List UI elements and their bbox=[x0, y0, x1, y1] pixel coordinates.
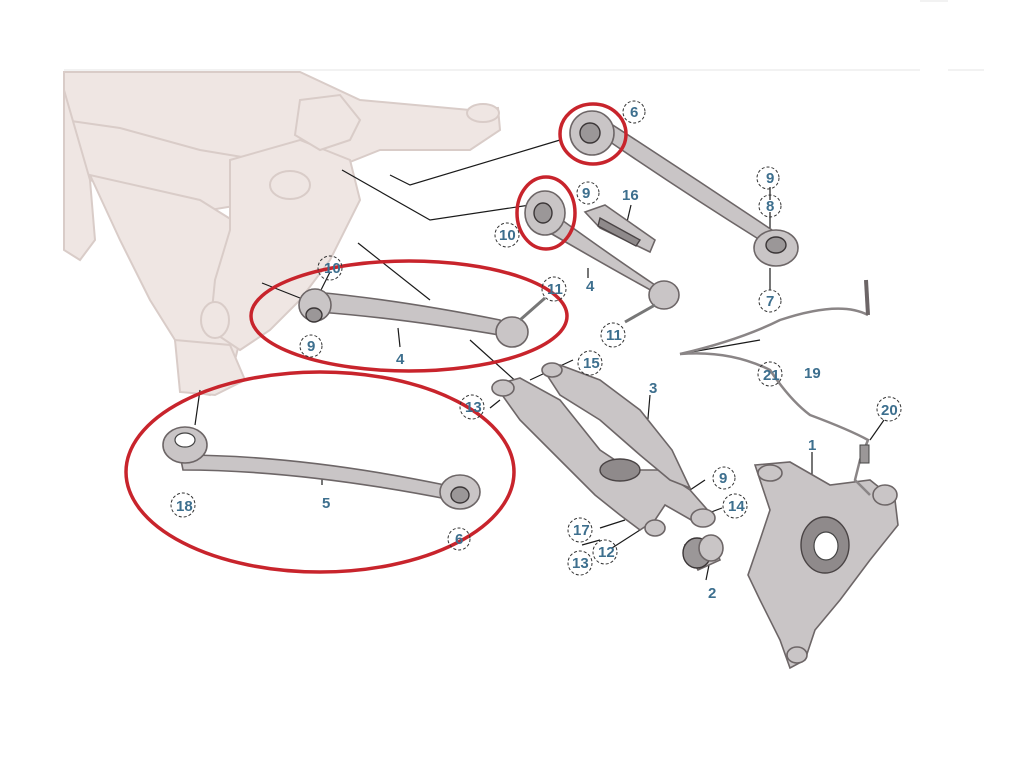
callout-ring bbox=[447, 527, 471, 551]
callout-number: 5 bbox=[322, 495, 330, 512]
callout-6-top: 6 bbox=[622, 100, 646, 124]
subframe bbox=[63, 71, 502, 397]
callout-number: 21 bbox=[763, 367, 780, 384]
part-16-bracket bbox=[583, 204, 656, 254]
callout-5: 5 bbox=[322, 495, 330, 512]
callout-6-bottom: 6 bbox=[447, 527, 471, 551]
callout-number: 9 bbox=[766, 170, 774, 187]
callout-4-right: 4 bbox=[586, 278, 595, 295]
part-4-upper-link bbox=[298, 288, 546, 348]
callout-8: 8 bbox=[758, 194, 782, 218]
callout-13-b: 13 bbox=[459, 394, 485, 420]
callout-number: 12 bbox=[598, 544, 615, 561]
part-6-upper-arm bbox=[569, 110, 799, 267]
callout-ring bbox=[758, 194, 782, 218]
part-3-control-arm bbox=[491, 362, 716, 537]
callout-3: 3 bbox=[649, 380, 657, 397]
callout-ring bbox=[541, 276, 567, 302]
highlight-marks bbox=[124, 102, 628, 574]
callout-ring bbox=[577, 350, 603, 376]
callout-9-a: 9 bbox=[756, 166, 780, 190]
highlight-bushing-6 bbox=[558, 102, 628, 166]
callout-ring bbox=[592, 539, 618, 565]
callout-ring bbox=[756, 166, 780, 190]
callout-ring bbox=[317, 255, 343, 281]
part-5-lower-link bbox=[162, 426, 481, 510]
callout-15: 15 bbox=[577, 350, 603, 376]
callout-ring bbox=[722, 493, 748, 519]
part-2-bushing bbox=[682, 534, 724, 572]
callout-number: 15 bbox=[583, 355, 600, 372]
callout-10-a: 10 bbox=[494, 222, 520, 248]
callout-ring bbox=[299, 334, 323, 358]
callout-7: 7 bbox=[758, 289, 782, 313]
callout-number: 9 bbox=[307, 338, 315, 355]
callout-number: 20 bbox=[881, 402, 898, 419]
callout-number: 8 bbox=[766, 198, 774, 215]
part-1-knuckle bbox=[747, 461, 899, 670]
callout-ring bbox=[576, 181, 600, 205]
callout-number: 11 bbox=[606, 327, 622, 344]
callout-number: 10 bbox=[499, 227, 516, 244]
callout-ring bbox=[876, 396, 902, 422]
callout-ring bbox=[758, 289, 782, 313]
highlight-link-5 bbox=[124, 370, 516, 574]
callout-1: 1 bbox=[808, 437, 816, 454]
callout-21: 21 bbox=[757, 361, 783, 387]
part-19-sensor-cable bbox=[679, 279, 871, 496]
callout-number: 17 bbox=[573, 522, 590, 539]
callout-11-a: 11 bbox=[541, 276, 567, 302]
part-4-toe-link bbox=[524, 190, 680, 324]
callout-number: 14 bbox=[728, 498, 745, 515]
callout-number: 4 bbox=[586, 278, 595, 295]
callout-17: 17 bbox=[567, 517, 593, 543]
callout-number: 4 bbox=[396, 351, 405, 368]
callout-number: 10 bbox=[324, 260, 341, 277]
callout-ring bbox=[757, 361, 783, 387]
callout-16: 16 bbox=[622, 187, 639, 204]
callout-4-left: 4 bbox=[396, 351, 405, 368]
callout-ring bbox=[459, 394, 485, 420]
callout-number: 11 bbox=[547, 281, 563, 298]
callout-ring bbox=[567, 550, 593, 576]
callout-number: 2 bbox=[708, 585, 716, 602]
callout-number: 16 bbox=[622, 187, 639, 204]
callout-number: 9 bbox=[582, 185, 590, 202]
callout-number: 6 bbox=[630, 104, 638, 121]
callout-labels: 1 2 3 4 4 5 6 6 7 8 9 9 9 9 10 10 11 11 … bbox=[170, 100, 902, 602]
callout-10-b: 10 bbox=[317, 255, 343, 281]
callout-13-a: 13 bbox=[567, 550, 593, 576]
callout-9-c: 9 bbox=[299, 334, 323, 358]
callout-20: 20 bbox=[876, 396, 902, 422]
callout-9-b: 9 bbox=[576, 181, 600, 205]
callout-2: 2 bbox=[708, 585, 716, 602]
callout-ring bbox=[712, 466, 736, 490]
highlight-link-4 bbox=[249, 259, 569, 373]
callout-ring bbox=[494, 222, 520, 248]
callout-ring bbox=[622, 100, 646, 124]
callout-ring bbox=[170, 492, 196, 518]
callout-14: 14 bbox=[722, 493, 748, 519]
callout-18: 18 bbox=[170, 492, 196, 518]
callout-number: 6 bbox=[455, 531, 463, 548]
callout-11-b: 11 bbox=[600, 322, 626, 348]
callout-number: 18 bbox=[176, 498, 193, 515]
callout-number: 13 bbox=[572, 555, 589, 572]
callout-number: 1 bbox=[808, 437, 816, 454]
callout-12: 12 bbox=[592, 539, 618, 565]
callout-number: 7 bbox=[766, 293, 774, 310]
highlight-bushing-10 bbox=[515, 175, 577, 251]
callout-ring bbox=[600, 322, 626, 348]
callout-number: 3 bbox=[649, 380, 657, 397]
callout-number: 9 bbox=[719, 470, 727, 487]
callout-ring bbox=[567, 517, 593, 543]
callout-19: 19 bbox=[804, 365, 821, 382]
callout-number: 13 bbox=[465, 399, 482, 416]
callout-number: 19 bbox=[804, 365, 821, 382]
callout-9-d: 9 bbox=[712, 466, 736, 490]
